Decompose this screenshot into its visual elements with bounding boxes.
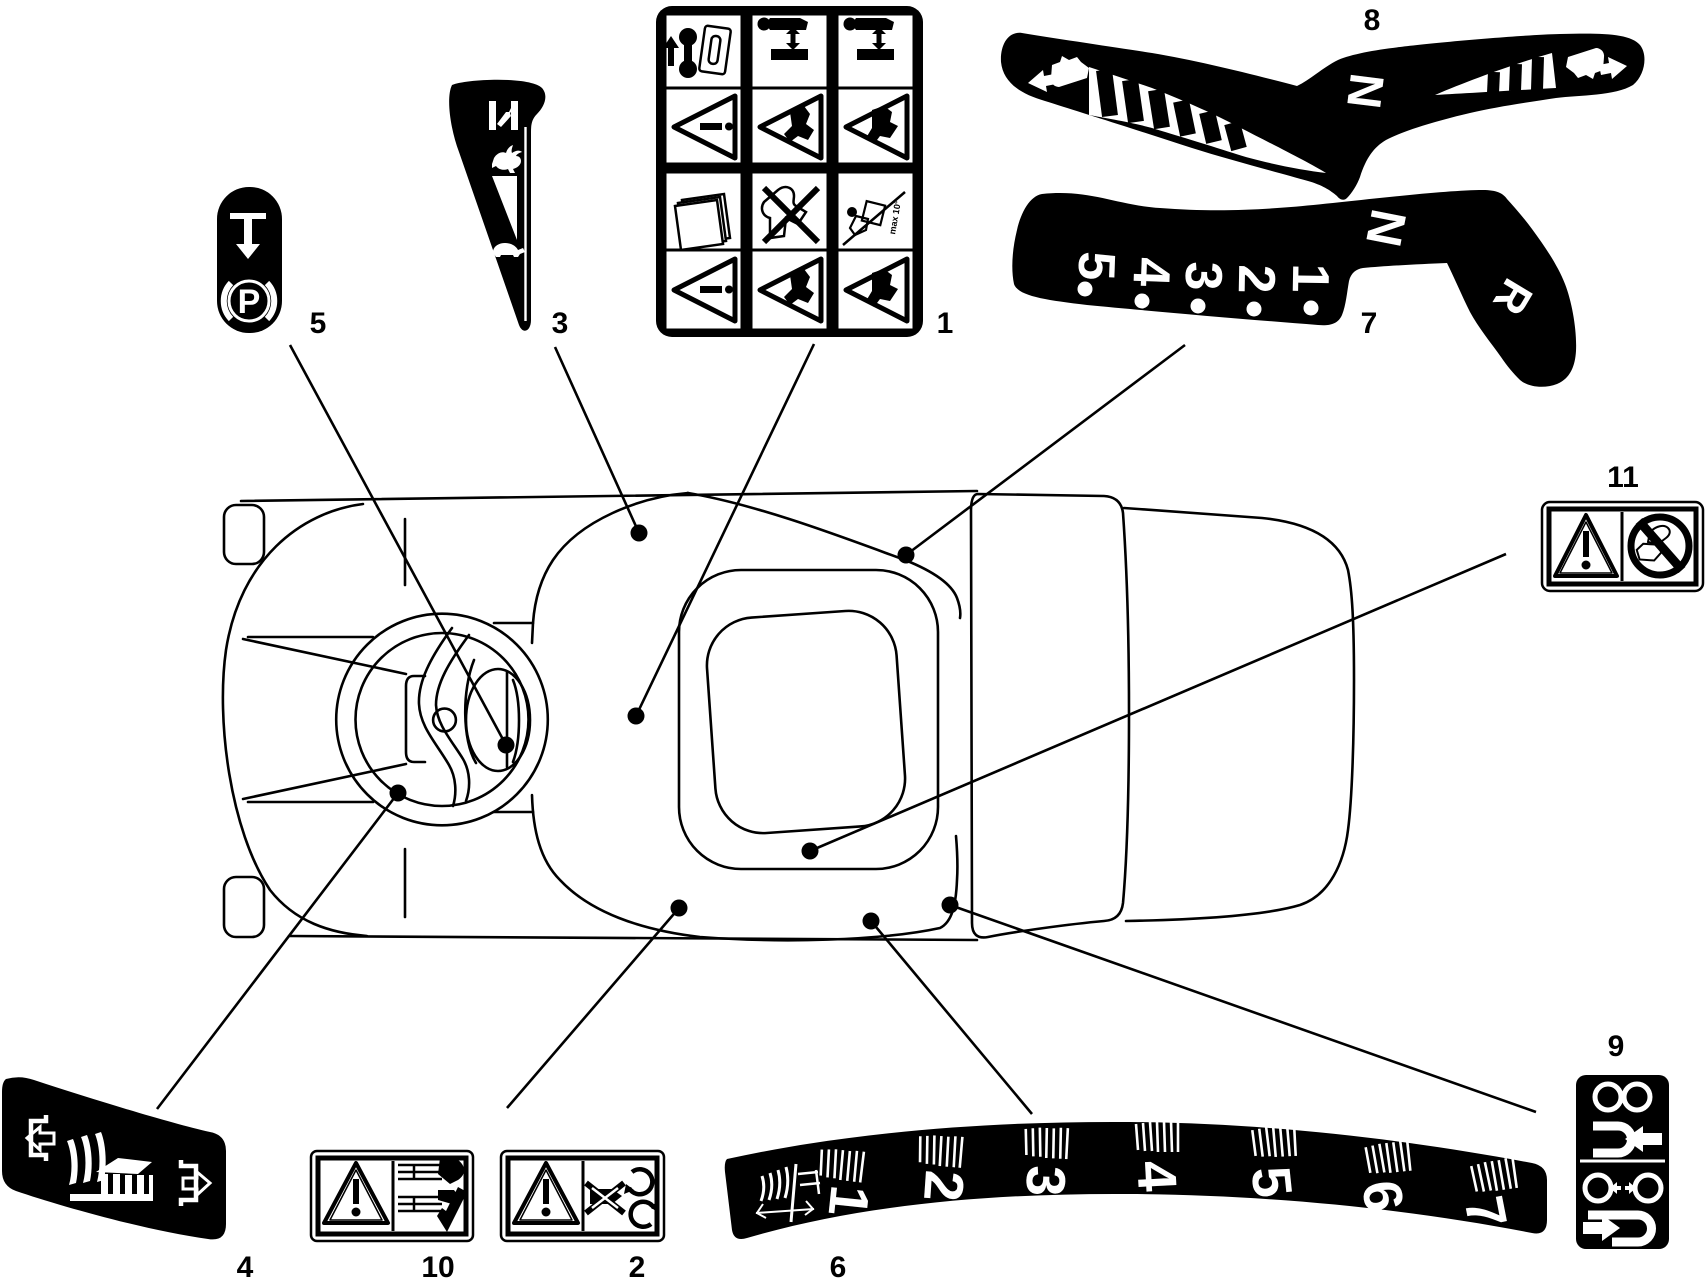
svg-text:5: 5 (310, 307, 327, 340)
svg-text:2: 2 (912, 1169, 976, 1204)
svg-text:4: 4 (1125, 1159, 1189, 1193)
svg-text:4: 4 (237, 1251, 254, 1284)
svg-text:2: 2 (1227, 264, 1285, 294)
svg-text:10: 10 (421, 1251, 454, 1284)
svg-text:3: 3 (1014, 1165, 1077, 1198)
svg-text:4: 4 (1122, 257, 1181, 288)
svg-text:P: P (238, 283, 261, 321)
svg-text:5: 5 (1067, 251, 1126, 282)
svg-text:9: 9 (1608, 1030, 1625, 1063)
svg-text:7: 7 (1361, 307, 1378, 340)
svg-text:1: 1 (1281, 263, 1339, 293)
svg-text:3: 3 (552, 307, 569, 340)
svg-text:1: 1 (937, 307, 954, 340)
svg-text:5: 5 (1240, 1164, 1305, 1201)
svg-text:2: 2 (629, 1251, 646, 1284)
svg-text:3: 3 (1174, 261, 1232, 291)
svg-text:11: 11 (1607, 461, 1639, 494)
svg-text:6: 6 (830, 1251, 847, 1284)
svg-text:8: 8 (1364, 4, 1381, 37)
svg-text:1: 1 (817, 1183, 882, 1220)
svg-text:N: N (1336, 70, 1393, 111)
